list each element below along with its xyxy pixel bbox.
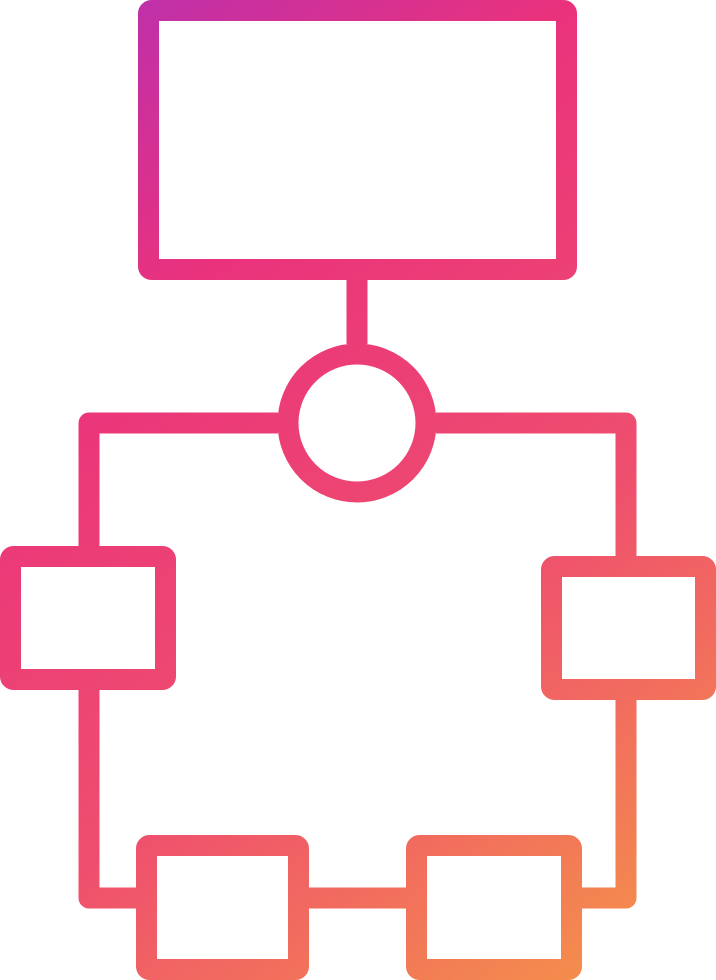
loop-right-bottom — [572, 700, 637, 909]
loop-left-bottom — [78, 690, 146, 909]
bottom-right-box — [406, 835, 582, 980]
bottom-left-box — [136, 835, 309, 980]
right-box — [541, 556, 716, 700]
loop-right-top — [436, 412, 637, 556]
top-box — [138, 0, 577, 280]
left-box — [0, 546, 176, 690]
loop-left-top — [78, 412, 278, 546]
junction-circle — [277, 343, 437, 503]
